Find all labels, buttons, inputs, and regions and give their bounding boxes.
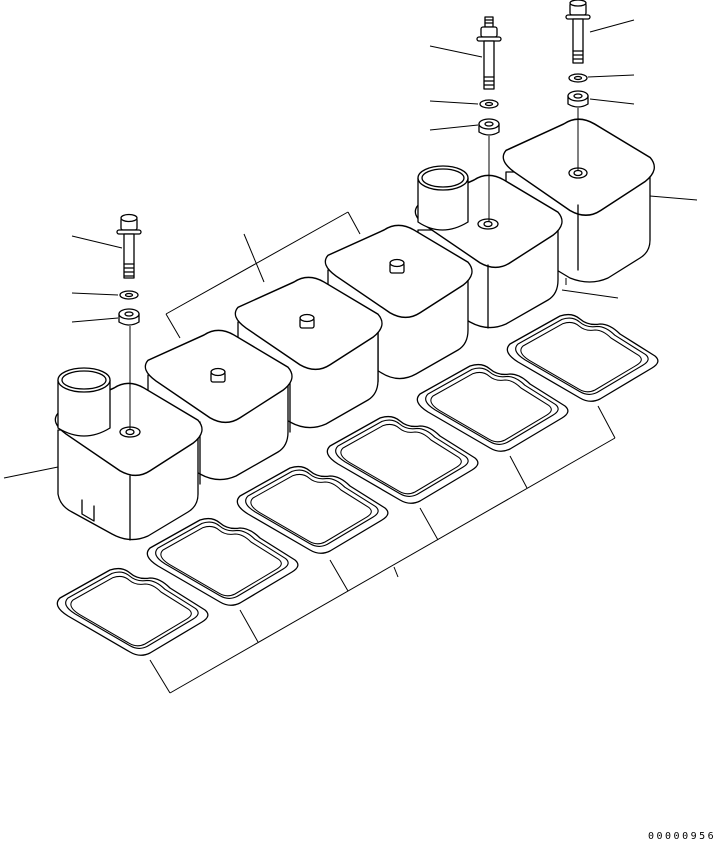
front-fastener-stack <box>71 213 142 430</box>
drawing-number: 00000956 <box>648 831 717 842</box>
hex-bolt-icon <box>476 16 502 90</box>
spacer-icon <box>567 90 589 108</box>
hex-bolt-icon <box>116 213 142 279</box>
spacer-icon <box>478 118 500 136</box>
rocker-cover-end-with-breather <box>54 367 203 541</box>
rear-fastener-stack <box>565 0 635 170</box>
hex-bolt-icon <box>565 0 591 64</box>
spacer-icon <box>118 308 140 326</box>
breather-tube-icon <box>57 367 111 437</box>
hex-bolt-icon <box>389 258 405 274</box>
breather-tube-icon <box>417 165 469 231</box>
gasket-bracket <box>149 405 616 694</box>
hex-bolt-icon <box>299 313 315 329</box>
washer-icon <box>479 99 499 109</box>
hex-bolt-icon <box>210 367 226 383</box>
cover-bracket <box>165 211 361 339</box>
middle-fastener-stack <box>429 16 502 222</box>
leader-lines <box>3 195 698 479</box>
washer-icon <box>568 73 588 83</box>
washer-icon <box>119 290 139 300</box>
